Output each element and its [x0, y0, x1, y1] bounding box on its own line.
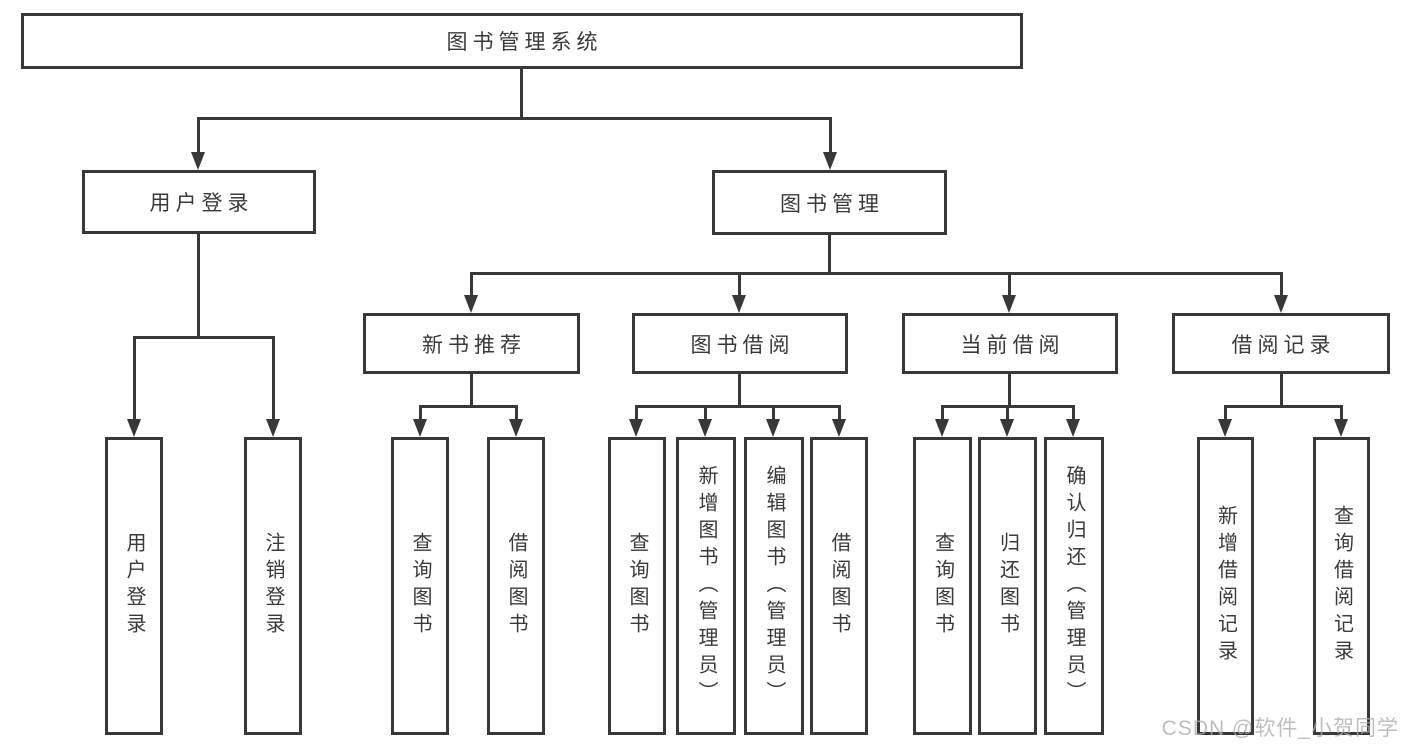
node-label: 图书管理系统	[446, 31, 603, 54]
connector-line	[1008, 374, 1011, 408]
leaf-borrow-edit-book-admin: 编辑图书（管理员）	[744, 437, 804, 735]
connector-line	[828, 235, 831, 275]
leaf-label: 归还图书	[996, 532, 1019, 640]
arrow-down-icon	[1334, 419, 1348, 437]
node-current-borrow: 当前借阅	[902, 313, 1118, 374]
leaf-label: 借阅图书	[505, 532, 527, 640]
connector-line	[197, 117, 832, 120]
arrow-down-icon	[127, 419, 141, 437]
arrow-down-icon	[766, 419, 780, 437]
connector-line	[419, 405, 422, 420]
connector-line	[1224, 405, 1227, 420]
arrow-down-icon	[1000, 419, 1014, 437]
connector-line	[197, 234, 200, 339]
arrow-down-icon	[464, 295, 478, 313]
leaf-current-query-book: 查询图书	[913, 437, 972, 735]
arrow-down-icon	[698, 419, 712, 437]
leaf-borrow-borrow-book: 借阅图书	[810, 437, 868, 735]
connector-line	[1072, 405, 1075, 420]
connector-line	[1008, 272, 1011, 296]
arrow-down-icon	[823, 152, 837, 170]
leaf-record-query-borrow-record: 查询借阅记录	[1313, 437, 1370, 735]
node-user-login: 用户登录	[82, 170, 316, 234]
arrow-down-icon	[732, 295, 746, 313]
leaf-newbook-query-book: 查询图书	[391, 437, 449, 735]
leaf-label: 查询图书	[931, 532, 954, 640]
arrow-down-icon	[1066, 419, 1080, 437]
connector-line	[738, 272, 741, 296]
connector-line	[1280, 374, 1283, 408]
connector-line	[1280, 272, 1283, 296]
leaf-label: 新增借阅记录	[1214, 505, 1237, 667]
arrow-down-icon	[1002, 295, 1016, 313]
leaf-label: 编辑图书（管理员）	[763, 464, 785, 708]
leaf-record-add-borrow-record: 新增借阅记录	[1197, 437, 1254, 735]
arrow-down-icon	[1218, 419, 1232, 437]
arrow-down-icon	[266, 419, 280, 437]
arrow-down-icon	[832, 419, 846, 437]
connector-line	[738, 374, 741, 408]
leaf-logout: 注销登录	[244, 437, 302, 735]
node-root-system: 图书管理系统	[21, 13, 1023, 69]
connector-line	[520, 69, 523, 120]
connector-line	[272, 336, 275, 420]
arrow-down-icon	[191, 152, 205, 170]
node-label: 图书管理	[780, 192, 884, 216]
leaf-label: 注销登录	[262, 532, 284, 640]
connector-line	[133, 336, 275, 339]
connector-line	[772, 405, 775, 420]
node-label: 新书推荐	[422, 333, 526, 357]
arrow-down-icon	[509, 419, 523, 437]
connector-line	[470, 374, 473, 408]
leaf-current-return-book: 归还图书	[978, 437, 1037, 735]
connector-line	[1006, 405, 1009, 420]
connector-line	[838, 405, 841, 420]
node-label: 借阅记录	[1231, 333, 1336, 357]
connector-line	[515, 405, 518, 420]
leaf-label: 用户登录	[123, 532, 145, 640]
arrow-down-icon	[1274, 295, 1288, 313]
connector-line	[1340, 405, 1343, 420]
leaf-user-login: 用户登录	[105, 437, 163, 735]
leaf-label: 借阅图书	[828, 532, 850, 640]
leaf-borrow-query-book: 查询图书	[608, 437, 666, 735]
connector-line	[635, 405, 841, 408]
arrow-down-icon	[629, 419, 643, 437]
connector-line	[419, 405, 518, 408]
connector-line	[470, 272, 1283, 275]
node-new-book-recommend: 新书推荐	[363, 313, 580, 374]
connector-line	[197, 117, 200, 153]
arrow-down-icon	[413, 419, 427, 437]
node-label: 图书借阅	[690, 333, 795, 357]
leaf-newbook-borrow-book: 借阅图书	[487, 437, 545, 735]
leaf-label: 查询图书	[626, 532, 648, 640]
node-borrow-record: 借阅记录	[1172, 313, 1390, 374]
leaf-label: 新增图书（管理员）	[695, 464, 717, 708]
leaf-current-confirm-return-admin: 确认归还（管理员）	[1044, 437, 1104, 735]
connector-line	[133, 336, 136, 420]
connector-line	[635, 405, 638, 420]
leaf-label: 确认归还（管理员）	[1063, 464, 1085, 708]
connector-line	[704, 405, 707, 420]
node-book-borrow: 图书借阅	[632, 313, 848, 374]
connector-line	[829, 117, 832, 153]
connector-line	[1224, 405, 1343, 408]
leaf-label: 查询图书	[409, 532, 431, 640]
node-book-management: 图书管理	[712, 170, 947, 235]
arrow-down-icon	[935, 419, 949, 437]
leaf-borrow-add-book-admin: 新增图书（管理员）	[676, 437, 736, 735]
connector-line	[941, 405, 944, 420]
connector-line	[470, 272, 473, 296]
node-label: 用户登录	[149, 192, 254, 215]
csdn-watermark: CSDN @软件_小贺同学	[1161, 717, 1399, 740]
node-label: 当前借阅	[960, 333, 1065, 357]
leaf-label: 查询借阅记录	[1330, 505, 1353, 667]
